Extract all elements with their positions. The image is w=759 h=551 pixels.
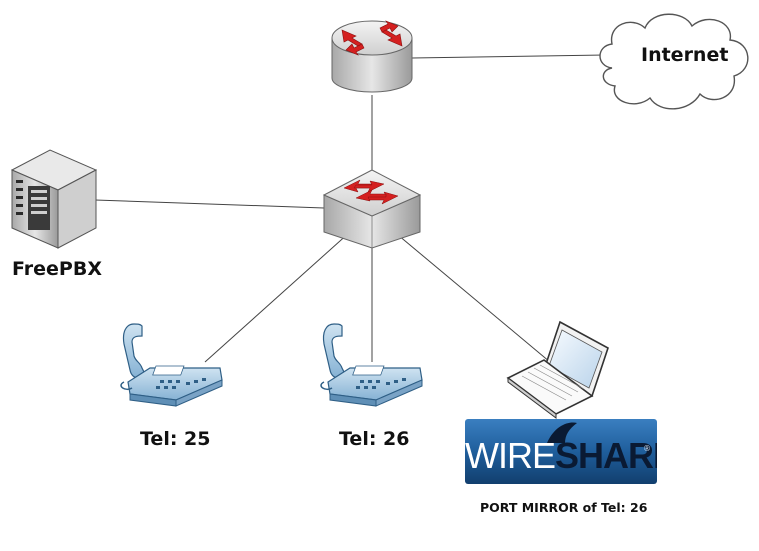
router-icon (331, 20, 413, 93)
tel26-label: Tel: 26 (339, 428, 410, 450)
port-mirror-label: PORT MIRROR of Tel: 26 (480, 500, 648, 515)
laptop-icon (506, 320, 609, 419)
wireshark-logo: WIRESHARK ® (465, 419, 657, 484)
wireshark-wire-text: WIRE (465, 435, 556, 476)
ip-phone-icon (120, 323, 223, 407)
wireshark-shark-text: SHARK (555, 435, 657, 476)
shark-fin-icon (547, 422, 577, 443)
internet-label: Internet (641, 44, 729, 66)
edge-switch-laptop (397, 234, 551, 363)
registered-mark: ® (643, 444, 651, 453)
switch-icon (322, 169, 422, 249)
connections (94, 54, 606, 363)
server-icon (10, 149, 98, 249)
edge-switch-tel25 (204, 231, 351, 363)
wireshark-logo-background (465, 419, 657, 484)
tel25-label: Tel: 25 (140, 428, 211, 450)
freepbx-label: FreePBX (12, 258, 102, 280)
cloud-icon (599, 13, 749, 110)
ip-phone-icon (320, 323, 423, 407)
edge-router-internet (411, 54, 606, 59)
wireshark-wordmark: WIRESHARK (465, 436, 657, 476)
edge-switch-freepbx (94, 199, 325, 209)
